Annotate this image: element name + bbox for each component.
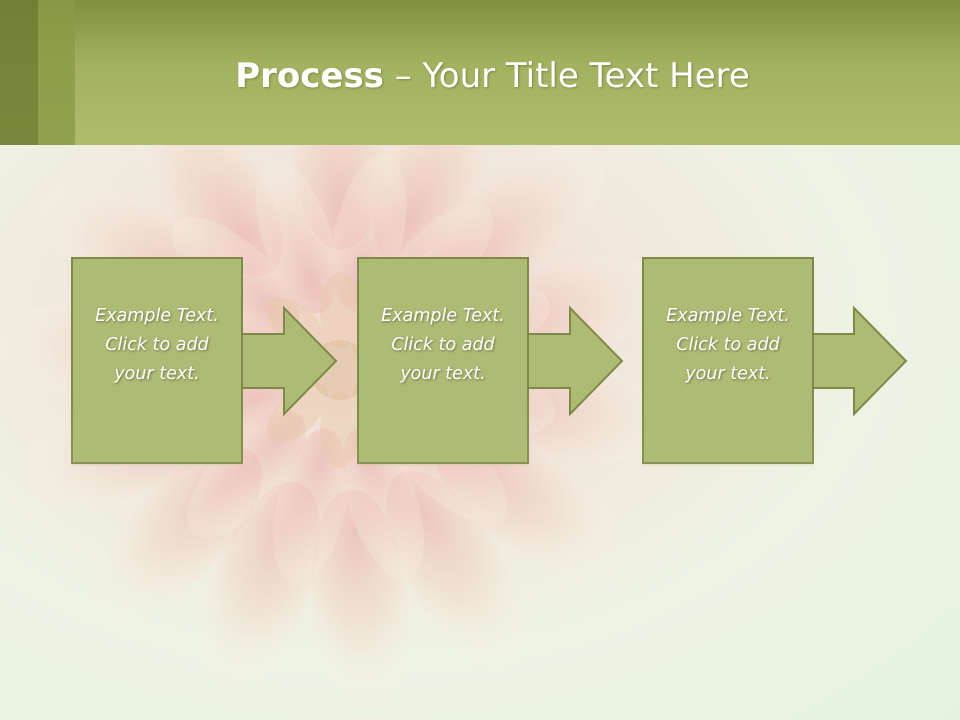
step-3-reflection — [642, 386, 814, 466]
step-2-arrow[interactable] — [522, 300, 628, 422]
slide-title[interactable]: Process – Your Title Text Here — [0, 54, 960, 98]
title-bar — [0, 0, 960, 145]
step-3-line-2: Click to add — [676, 335, 780, 355]
step-3-line-1: Example Text. — [666, 306, 790, 326]
step-1-box[interactable]: Example Text. Click to add your text. — [71, 257, 243, 464]
title-bold: Process — [235, 56, 384, 96]
header-stripe-dark — [0, 0, 38, 145]
step-1-text: Example Text. Click to add your text. — [95, 302, 219, 389]
step-2-line-3: your text. — [400, 364, 486, 384]
step-2-line-2: Click to add — [391, 335, 495, 355]
header-stripe-light — [38, 0, 75, 145]
step-3-line-3: your text. — [685, 364, 771, 384]
step-2-box[interactable]: Example Text. Click to add your text. — [357, 257, 529, 464]
step-2-text: Example Text. Click to add your text. — [381, 302, 505, 389]
step-1-line-2: Click to add — [105, 335, 209, 355]
step-2-line-1: Example Text. — [381, 306, 505, 326]
title-rest: – Your Title Text Here — [383, 56, 750, 96]
step-1-reflection — [71, 386, 243, 466]
step-3-arrow[interactable] — [806, 300, 912, 422]
step-1-arrow[interactable] — [236, 300, 342, 422]
step-2-reflection — [357, 386, 529, 466]
step-3-box[interactable]: Example Text. Click to add your text. — [642, 257, 814, 464]
step-1-line-3: your text. — [114, 364, 200, 384]
step-1-line-1: Example Text. — [95, 306, 219, 326]
step-3-text: Example Text. Click to add your text. — [666, 302, 790, 389]
